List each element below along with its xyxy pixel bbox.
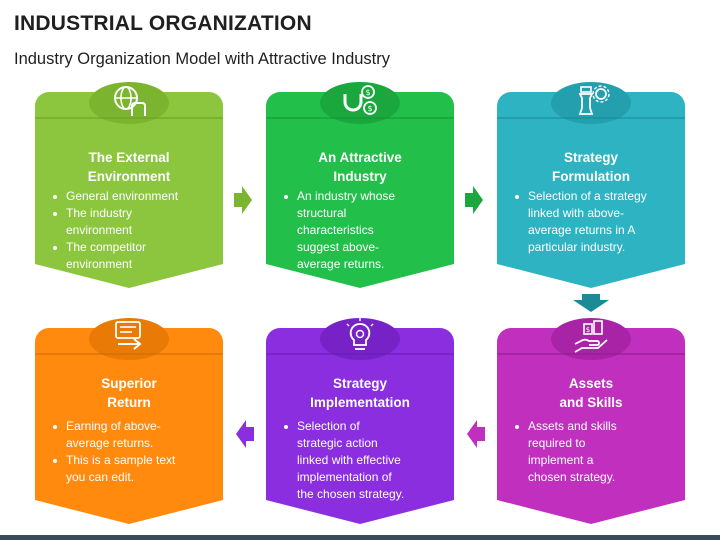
bullet-item: The industry environment — [51, 205, 215, 239]
page-title: INDUSTRIAL ORGANIZATION — [14, 12, 312, 35]
heading-line: Environment — [87, 169, 171, 184]
bullet-line: Selection of a strategy — [528, 189, 647, 203]
heading-line: Strategy — [563, 150, 619, 165]
heading-line: An Attractive — [318, 150, 402, 165]
bullet-line: chosen strategy. — [528, 470, 616, 484]
arrow-right-icon — [234, 186, 252, 214]
arrow-left-icon — [467, 420, 485, 448]
heading-line: Superior — [101, 376, 157, 391]
heading-line: and Skills — [559, 395, 623, 410]
card-shape — [497, 82, 685, 288]
bullet-line: This is a sample text — [66, 453, 176, 467]
heading-line: Industry — [333, 169, 387, 184]
bullet-line: The competitor — [66, 240, 147, 254]
card-heading: Strategy Implementation — [276, 374, 444, 412]
bullet-line: environment — [66, 223, 133, 237]
svg-text:$: $ — [367, 104, 372, 113]
bullet-line: implement a — [528, 453, 594, 467]
bullet-item: Selection of a strategy linked with abov… — [513, 188, 677, 256]
arrow-left-icon — [236, 420, 254, 448]
bottom-bar — [0, 535, 720, 540]
bullet-item: Assets and skills required to implement … — [513, 418, 677, 486]
card-heading: An Attractive Industry — [276, 148, 444, 186]
bullet-list: General environment The industry environm… — [51, 188, 215, 273]
svg-text:$: $ — [586, 326, 590, 334]
bullet-line: General environment — [66, 189, 179, 203]
bullet-line: average returns. — [66, 436, 154, 450]
bullet-item: The competitor environment — [51, 239, 215, 273]
bullet-line: Selection of — [297, 419, 360, 433]
arrow-right-icon — [465, 186, 483, 214]
bullet-item: Earning of above-average returns. — [51, 418, 215, 452]
lightbulb-gear-icon — [346, 318, 374, 350]
arrow-down-icon — [573, 294, 609, 312]
bullet-line: The industry — [66, 206, 133, 220]
bullet-item: An industry whose structural characteris… — [282, 188, 446, 273]
bullet-line: required to — [528, 436, 586, 450]
bullet-item: Selection of strategic action linked wit… — [282, 418, 446, 503]
bullet-list: Selection of a strategy linked with abov… — [513, 188, 677, 256]
bullet-line: average returns. — [297, 257, 385, 271]
bullet-line: Earning of above- — [66, 419, 161, 433]
card-heading: Strategy Formulation — [507, 148, 675, 186]
bullet-item: This is a sample text you can edit. — [51, 452, 215, 486]
card-shape — [497, 318, 685, 524]
bullet-line: average returns in A — [528, 223, 636, 237]
card-shape — [35, 82, 223, 288]
bullet-list: Earning of above-average returns. This i… — [51, 418, 215, 486]
bullet-line: An industry whose — [297, 189, 396, 203]
bullet-line: you can edit. — [66, 470, 135, 484]
bullet-line: suggest above- — [297, 240, 380, 254]
bullet-line: Assets and skills — [528, 419, 617, 433]
bullet-list: An industry whose structural characteris… — [282, 188, 446, 273]
heading-line: Return — [107, 395, 151, 410]
bullet-item: General environment — [51, 188, 215, 205]
heading-line: Strategy — [332, 376, 388, 391]
card-shape — [35, 318, 223, 524]
heading-line: The External — [88, 150, 170, 165]
svg-text:$: $ — [365, 88, 370, 97]
bullet-line: implementation of — [297, 470, 392, 484]
bullet-line: linked with above- — [528, 206, 625, 220]
return-document-icon — [115, 321, 142, 350]
heading-line: Formulation — [552, 169, 630, 184]
card-external-environment: The External Environment General environ… — [35, 82, 223, 288]
card-heading: The External Environment — [45, 148, 213, 186]
card-strategy-implementation: Strategy Implementation Selection of str… — [266, 318, 454, 524]
bullet-line: environment — [66, 257, 133, 271]
magnet-money-icon: $ $ — [343, 85, 377, 115]
hand-money-icon: $ — [574, 320, 608, 353]
heading-line: Assets — [568, 376, 614, 391]
bullet-line: characteristics — [297, 223, 374, 237]
card-superior-return: Superior Return Earning of above-average… — [35, 318, 223, 524]
card-strategy-formulation: Strategy Formulation Selection of a stra… — [497, 82, 685, 288]
bullet-line: linked with effective — [297, 453, 401, 467]
card-heading: Assets and Skills — [507, 374, 675, 412]
bullet-line: the chosen strategy. — [297, 487, 405, 501]
card-heading: Superior Return — [45, 374, 213, 412]
chess-gear-icon — [578, 85, 610, 115]
card-assets-skills: $ Assets and Skills Assets and skills re… — [497, 318, 685, 524]
bullet-line: particular industry. — [528, 240, 626, 254]
bullet-list: Selection of strategic action linked wit… — [282, 418, 446, 503]
bullet-line: strategic action — [297, 436, 378, 450]
hand-globe-icon — [114, 86, 146, 116]
card-attractive-industry: $ $ An Attractive Industry An industry w… — [266, 82, 454, 288]
page-subtitle: Industry Organization Model with Attract… — [14, 50, 391, 68]
heading-line: Implementation — [310, 395, 410, 410]
bullet-line: structural — [297, 206, 347, 220]
bullet-list: Assets and skills required to implement … — [513, 418, 677, 486]
card-shape — [266, 318, 454, 524]
